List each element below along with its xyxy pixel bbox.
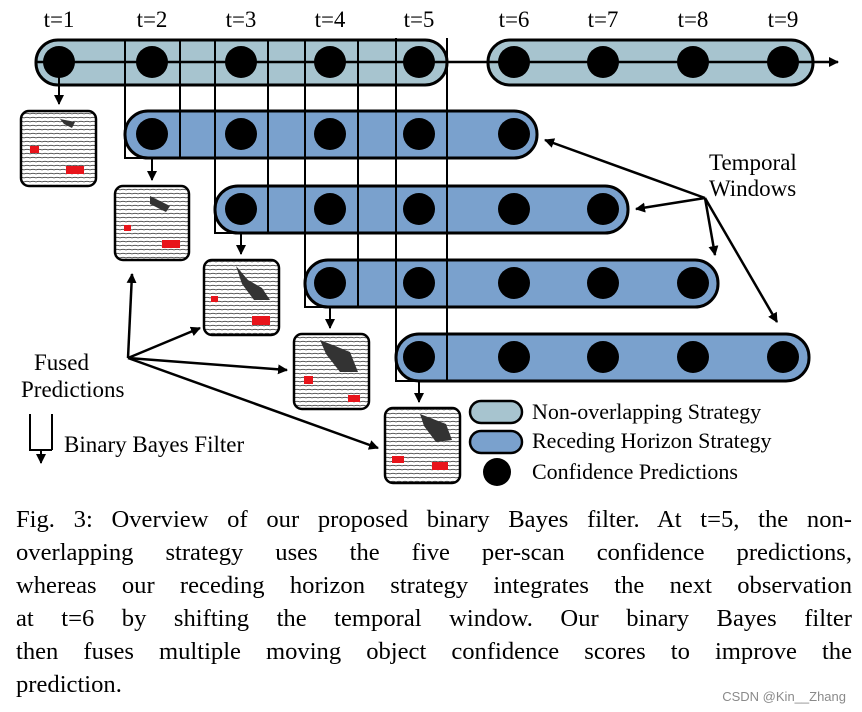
- legend-swatch-receding-horizon: [468, 429, 524, 455]
- legend-swatch-non-overlapping: [468, 399, 524, 425]
- confidence-node: [43, 46, 75, 78]
- confidence-node: [498, 46, 530, 78]
- confidence-node: [225, 46, 257, 78]
- confidence-nodes: [43, 46, 799, 373]
- legend: Non-overlapping Strategy Receding Horizo…: [468, 399, 772, 486]
- watermark: CSDN @Kin__Zhang: [722, 689, 846, 704]
- time-label-7: t=7: [588, 7, 619, 32]
- confidence-node: [767, 46, 799, 78]
- fused-prediction-image: [202, 258, 281, 337]
- confidence-node: [403, 118, 435, 150]
- confidence-node: [136, 46, 168, 78]
- temporal-windows-label-line2: Windows: [709, 176, 796, 201]
- confidence-node: [403, 46, 435, 78]
- confidence-node: [767, 341, 799, 373]
- fused-predictions-label-line2: Predictions: [21, 377, 125, 402]
- confidence-node: [498, 267, 530, 299]
- legend-label-confidence: Confidence Predictions: [532, 459, 738, 484]
- confidence-node: [225, 118, 257, 150]
- time-label-8: t=8: [678, 7, 709, 32]
- confidence-node: [498, 193, 530, 225]
- caption-line: whereas our receding horizon strategy in…: [16, 572, 852, 599]
- caption-line: at t=6 by shifting the temporal window. …: [16, 605, 852, 632]
- bayes-filter-diagram: t=1 t=2 t=3 t=4 t=5 t=6 t=7 t=8 t=9: [19, 7, 839, 486]
- time-label-9: t=9: [768, 7, 799, 32]
- bayes-connector-t4: [304, 40, 335, 329]
- fused-prediction-image: [383, 406, 462, 485]
- time-label-3: t=3: [226, 7, 257, 32]
- fused-predictions-arrows: [126, 273, 379, 450]
- legend-swatch-confidence: [483, 458, 511, 486]
- time-label-1: t=1: [44, 7, 75, 32]
- fused-predictions-label-line1: Fused: [34, 350, 89, 375]
- fused-prediction-image: [113, 184, 191, 262]
- bayes-filter-key-label: Binary Bayes Filter: [64, 432, 244, 457]
- confidence-node: [314, 193, 346, 225]
- confidence-node: [403, 193, 435, 225]
- temporal-windows-arrows: [544, 138, 779, 323]
- confidence-node: [498, 341, 530, 373]
- temporal-windows-label-line1: Temporal: [709, 150, 797, 175]
- bayes-filter-connectors: [54, 38, 448, 403]
- bayes-connector-t2: [124, 40, 157, 181]
- confidence-node: [225, 193, 257, 225]
- confidence-node: [677, 46, 709, 78]
- bayes-filter-key: Binary Bayes Filter: [29, 414, 244, 464]
- confidence-node: [314, 267, 346, 299]
- time-step-labels: t=1 t=2 t=3 t=4 t=5 t=6 t=7 t=8 t=9: [44, 7, 799, 32]
- confidence-node: [314, 46, 346, 78]
- caption-line: overlapping strategy uses the five per-s…: [16, 539, 852, 566]
- time-label-5: t=5: [404, 7, 435, 32]
- confidence-node: [587, 193, 619, 225]
- confidence-node: [587, 341, 619, 373]
- fused-prediction-image: [292, 332, 371, 411]
- legend-label-non-overlapping: Non-overlapping Strategy: [532, 399, 761, 424]
- time-label-6: t=6: [499, 7, 530, 32]
- confidence-node: [136, 118, 168, 150]
- confidence-node: [677, 267, 709, 299]
- bayes-connector-t5: [395, 38, 424, 403]
- legend-label-receding-horizon: Receding Horizon Strategy: [532, 428, 772, 453]
- confidence-node: [587, 46, 619, 78]
- time-label-2: t=2: [137, 7, 168, 32]
- fused-prediction-thumbnails: [19, 109, 462, 485]
- caption-line: Fig. 3: Overview of our proposed binary …: [16, 506, 852, 533]
- confidence-node: [677, 341, 709, 373]
- caption-line: then fuses multiple moving object confid…: [16, 638, 852, 665]
- confidence-node: [403, 341, 435, 373]
- confidence-node: [587, 267, 619, 299]
- confidence-node: [403, 267, 435, 299]
- fused-prediction-image: [19, 109, 98, 188]
- figure-caption: Fig. 3: Overview of our proposed binary …: [16, 503, 852, 701]
- bayes-connector-t3: [214, 40, 246, 255]
- time-label-4: t=4: [315, 7, 346, 32]
- confidence-node: [314, 118, 346, 150]
- caption-line: prediction.: [16, 671, 122, 698]
- confidence-node: [498, 118, 530, 150]
